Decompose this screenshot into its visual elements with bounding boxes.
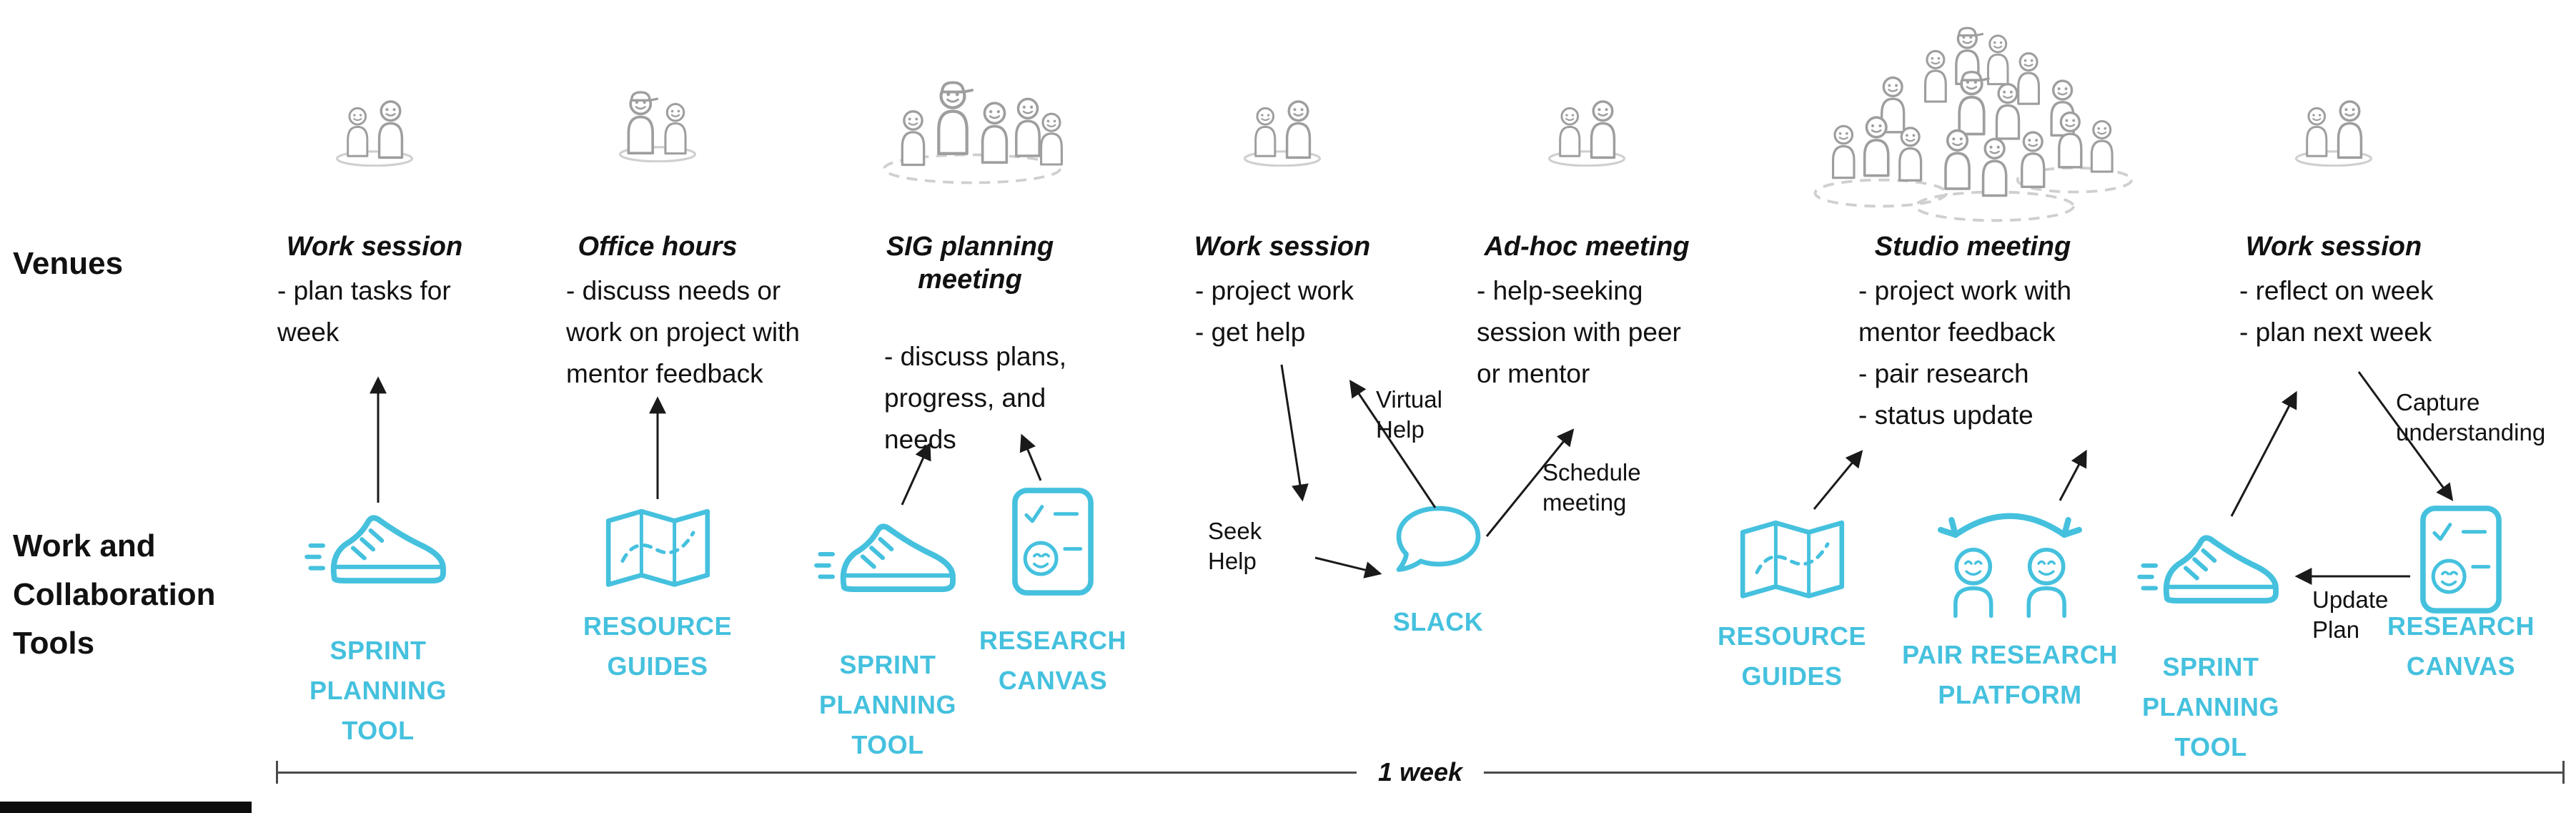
- venue-desc-line: needs: [884, 425, 956, 454]
- update-plan-label: Update Plan: [2312, 586, 2389, 643]
- venue-desc-line: work on project with: [566, 317, 800, 347]
- venue-desc-line: - reflect on week: [2239, 276, 2434, 305]
- timeline-tick-left: [276, 761, 278, 784]
- two-people-icon: [321, 84, 428, 167]
- venue-title: Work session: [1194, 232, 1371, 262]
- venue-desc: - plan tasks for week: [277, 270, 451, 353]
- venue-title: Studio meeting: [1874, 232, 2071, 262]
- sneaker-icon: [813, 509, 963, 609]
- screen-edge-strip: [0, 802, 252, 813]
- venue-title: Ad-hoc meeting: [1484, 232, 1690, 262]
- venue-desc-line: session with peer: [1477, 317, 1681, 347]
- timeline-label: 1 week: [1356, 757, 1485, 787]
- timeline-tick-right: [2562, 761, 2565, 784]
- sneaker-icon: [2136, 521, 2286, 621]
- tool-label: RESEARCH CANVAS: [979, 626, 1127, 695]
- seek-help-label: Seek Help: [1208, 518, 1262, 574]
- venue-desc-line: mentor feedback: [566, 359, 763, 388]
- research-canvas-icon: [1011, 486, 1095, 597]
- speech-bubble-icon: [1390, 502, 1487, 583]
- one-week-timeline: 1 week: [276, 757, 2565, 787]
- two-people-icon: [1533, 84, 1640, 167]
- arrow-sprint-to-worksession-7: [2230, 390, 2297, 517]
- venue-desc-line: - status update: [1858, 400, 2033, 430]
- arrow-guides-to-studio: [1813, 450, 1863, 510]
- venue-desc: - discuss plans, progress, and needs: [884, 336, 1066, 460]
- venue-desc: - project work - get help: [1195, 270, 1354, 353]
- tools-row-label: Work and Collaboration Tools: [13, 528, 216, 661]
- tool-label: RESOURCE GUIDES: [583, 611, 733, 681]
- map-icon: [1733, 513, 1851, 608]
- venue-title: SIG planning meeting: [886, 232, 1054, 295]
- venue-desc-line: - project work: [1195, 276, 1354, 305]
- arrow-seek-help-to-slack: [1314, 556, 1382, 578]
- tool-label: RESOURCE GUIDES: [1717, 621, 1867, 691]
- map-icon: [599, 502, 717, 596]
- venue-desc: - project work with mentor feedback - pa…: [1858, 270, 2071, 436]
- venue-title: Office hours: [578, 232, 738, 262]
- small-group-icon: [876, 68, 1069, 186]
- venue-title: Work session: [286, 232, 463, 262]
- tool-label: SLACK: [1392, 607, 1484, 636]
- arrow-pair-to-studio: [2059, 449, 2087, 501]
- two-people-icon: [1229, 84, 1336, 167]
- venue-desc: - reflect on week - plan next week: [2239, 270, 2433, 353]
- sneaker-icon: [303, 501, 453, 601]
- venue-desc-line: - project work with: [1858, 276, 2072, 305]
- tool-label: PAIR RESEARCH PLATFORM: [1902, 640, 2118, 709]
- venue-desc-line: - help-seeking: [1477, 276, 1643, 305]
- venue-title: Work session: [2245, 232, 2422, 262]
- venue-desc-line: - pair research: [1858, 359, 2029, 388]
- venues-row-label: Venues: [13, 246, 124, 281]
- venue-desc-line: or mentor: [1477, 359, 1590, 388]
- arrow-seek-help-down: [1280, 364, 1309, 502]
- venue-desc-line: - plan tasks for: [277, 276, 451, 305]
- schedule-meeting-label: Schedule meeting: [1542, 459, 1641, 516]
- venue-desc-line: week: [277, 317, 340, 347]
- pair-research-icon: [1924, 509, 2096, 620]
- two-people-capped-icon: [604, 80, 711, 162]
- tool-label: SPRINT PLANNING TOOL: [819, 650, 956, 759]
- venue-desc-line: mentor feedback: [1858, 317, 2056, 347]
- virtual-help-label: Virtual Help: [1376, 386, 1442, 443]
- crowd-icon: [1808, 18, 2137, 226]
- venue-desc-line: progress, and: [884, 383, 1046, 413]
- capture-understanding-label: Capture understanding: [2396, 389, 2546, 445]
- tool-label: SPRINT PLANNING TOOL: [2142, 652, 2279, 762]
- venue-desc: - discuss needs or work on project with …: [566, 270, 800, 395]
- two-people-icon: [2280, 84, 2387, 167]
- venue-desc-line: - get help: [1195, 317, 1306, 347]
- venue-desc-line: - discuss plans,: [884, 342, 1066, 371]
- venue-desc-line: - plan next week: [2239, 317, 2432, 347]
- tool-label: RESEARCH CANVAS: [2387, 611, 2535, 681]
- research-canvas-icon: [2419, 504, 2503, 615]
- tool-label: SPRINT PLANNING TOOL: [309, 636, 447, 745]
- venue-desc-line: - discuss needs or: [566, 276, 781, 305]
- venue-desc: - help-seeking session with peer or ment…: [1477, 270, 1681, 395]
